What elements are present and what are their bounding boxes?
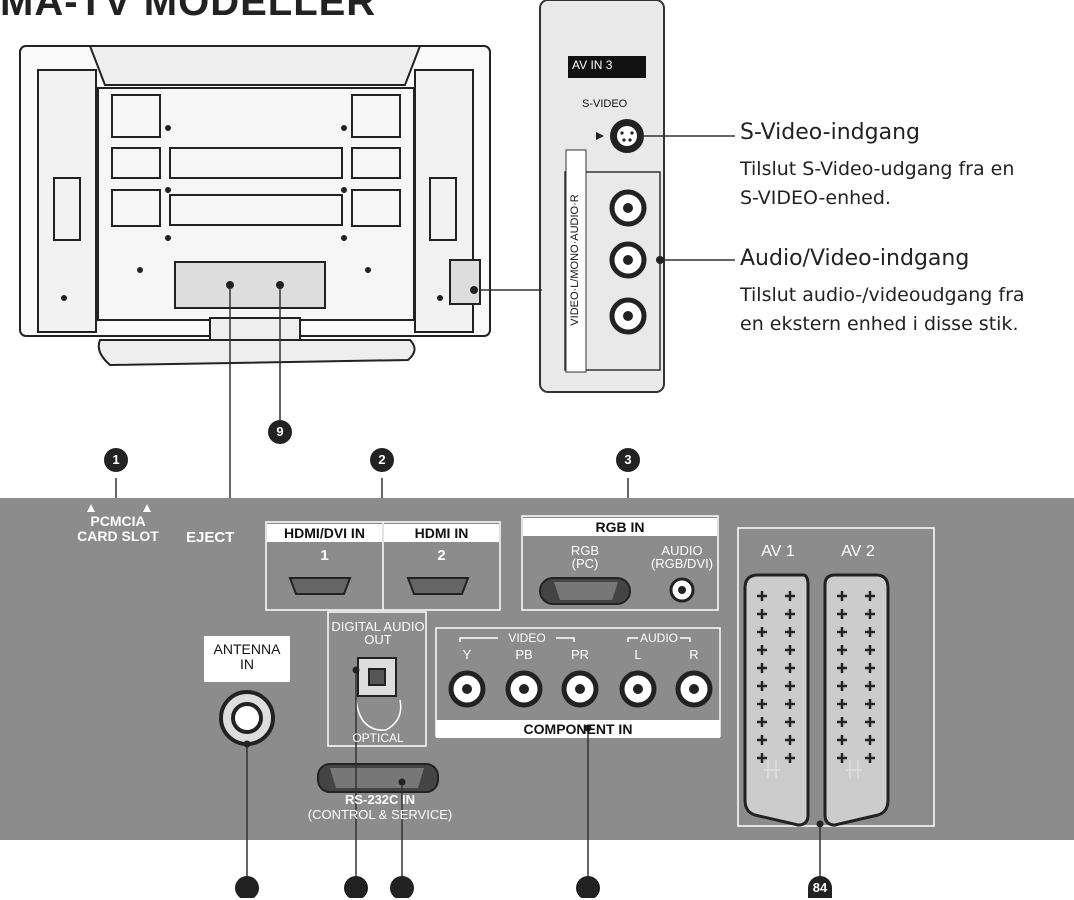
av-callout: Audio/Video-indgang Tilslut audio-/video… (740, 246, 1070, 339)
scart-pin (757, 609, 767, 619)
component-audio-group: AUDIO (639, 631, 678, 645)
scart-pin (865, 735, 875, 745)
scart-pin (837, 681, 847, 691)
hdmi-dvi-label: HDMI/DVI IN (267, 524, 382, 542)
scart-pin (865, 699, 875, 709)
av-vertical-label: VIDEO·L/MONO·AUDIO·R (569, 194, 581, 326)
tv-rear-view (19, 45, 491, 367)
scart-pin (785, 663, 795, 673)
component-port-y: Y (462, 647, 472, 662)
page-number: 84 (808, 876, 832, 898)
scart-pin (757, 663, 767, 673)
marker-1: 1 (104, 448, 128, 472)
av1-label: AV 1 (761, 543, 795, 560)
callout-title: S-Video-indgang (740, 120, 920, 145)
scart-pin (785, 627, 795, 637)
audio-rgb-label: AUDIO (RGB/DVI) (650, 543, 714, 571)
component-in-label: COMPONENT IN (523, 721, 633, 737)
scart-pin (785, 591, 795, 601)
page-title: MA-TV MODELLER (0, 0, 377, 24)
scart-pin (837, 699, 847, 709)
component-video-group: VIDEO (508, 631, 546, 645)
scart-pin (757, 627, 767, 637)
connector-panel (0, 498, 1074, 840)
scart-pin (785, 753, 795, 763)
antenna-label: ANTENNA IN (213, 641, 281, 672)
scart-pin (837, 645, 847, 655)
scart-pin (785, 645, 795, 655)
scart-pin (757, 645, 767, 655)
component-port-pr: PR (570, 647, 590, 662)
scart-pin (865, 609, 875, 619)
scart-pin (757, 699, 767, 709)
callout-line: S-VIDEO-enhed. (740, 187, 891, 209)
scart-pin (837, 735, 847, 745)
scart-pin (837, 717, 847, 727)
eject-label: EJECT (186, 529, 235, 546)
scart-pin (757, 717, 767, 727)
rs232-label: RS-232C IN (CONTROL & SERVICE) (307, 792, 453, 822)
scart-pin (757, 753, 767, 763)
digital-audio-label: DIGITAL AUDIO OUT (331, 619, 425, 647)
optical-label: OPTICAL (352, 731, 404, 745)
scart-pin (865, 753, 875, 763)
component-port-l: L (634, 647, 642, 662)
callout-title: Audio/Video-indgang (740, 246, 970, 271)
side-av-panel (539, 0, 665, 393)
svideo-callout: S-Video-indgang Tilslut S-Video-udgang f… (740, 120, 1070, 213)
scart-pin (757, 735, 767, 745)
component-port-pb: PB (515, 647, 533, 662)
scart-pin (865, 681, 875, 691)
pcmcia-label: PCMCIA CARD SLOT (77, 513, 159, 544)
component-port-r: R (689, 647, 699, 662)
scart-pin (865, 645, 875, 655)
svideo-port-label: S-VIDEO (582, 98, 628, 110)
scart-pin (837, 753, 847, 763)
scart-pin (785, 735, 795, 745)
scart-pin (785, 681, 795, 691)
scart-pin (785, 699, 795, 709)
hdmi-dvi-number: 1 (320, 547, 329, 564)
scart-pin (837, 627, 847, 637)
av2-label: AV 2 (841, 543, 875, 560)
scart-pin (837, 591, 847, 601)
hdmi-label: HDMI IN (384, 524, 499, 542)
scart-pin (757, 681, 767, 691)
av-in-label: AV IN 3 (572, 58, 613, 72)
rgb-in-label: RGB IN (523, 518, 717, 536)
callout-line: Tilslut audio-/videoudgang fra (740, 284, 1025, 306)
hdmi-number: 2 (437, 547, 446, 564)
scart-pin (785, 717, 795, 727)
scart-pin (837, 609, 847, 619)
callout-line: en ekstern enhed i disse stik. (740, 313, 1019, 335)
marker-9: 9 (268, 420, 292, 444)
component-jacks (448, 670, 713, 708)
marker-2: 2 (370, 448, 394, 472)
scart-pin (865, 717, 875, 727)
scart-pin (757, 591, 767, 601)
marker-3: 3 (616, 448, 640, 472)
scart-pins (757, 591, 875, 763)
scart-pin (865, 591, 875, 601)
scart-pin (865, 627, 875, 637)
rgb-pc-label: RGB (PC) (570, 543, 600, 571)
scart-pin (837, 663, 847, 673)
scart-pin (865, 663, 875, 673)
callout-line: Tilslut S-Video-udgang fra en (740, 158, 1015, 180)
scart-pin (785, 609, 795, 619)
